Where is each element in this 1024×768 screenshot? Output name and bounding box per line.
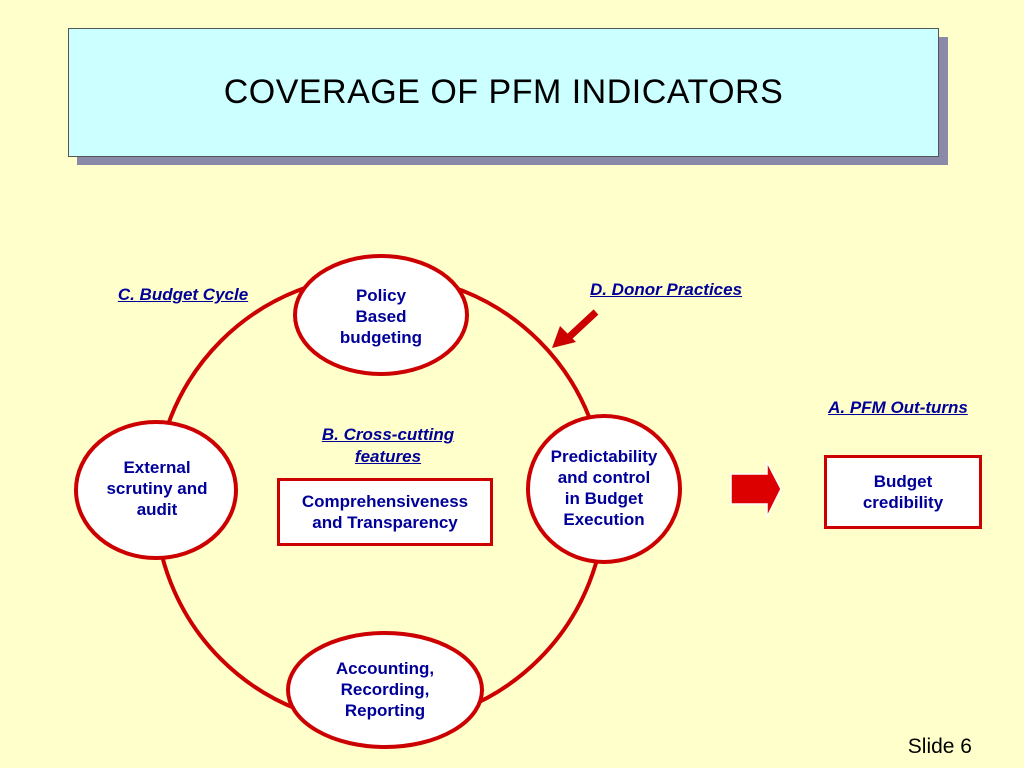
right-block-arrow-icon xyxy=(730,461,782,518)
node-predictability: Predictability and control in Budget Exe… xyxy=(534,446,674,530)
title-box: COVERAGE OF PFM INDICATORS xyxy=(68,28,939,157)
node-text-line: audit xyxy=(136,500,178,519)
node-text-line: Execution xyxy=(563,510,645,529)
box-text-line: credibility xyxy=(862,493,944,512)
node-text-line: Accounting, xyxy=(335,659,435,678)
label-budget-cycle: C. Budget Cycle xyxy=(117,285,249,304)
box-comprehensiveness: Comprehensiveness and Transparency xyxy=(277,478,493,546)
node-text-line: in Budget xyxy=(564,489,644,508)
label-line: features xyxy=(354,447,422,466)
node-policy-ellipse xyxy=(293,254,469,376)
node-text-line: Reporting xyxy=(344,701,426,720)
node-text-line: Based xyxy=(355,307,407,326)
node-text-line: budgeting xyxy=(339,328,423,347)
label-pfm-outturns: A. PFM Out-turns xyxy=(828,398,968,417)
diagonal-arrow-icon xyxy=(552,309,599,348)
label-cross-cutting: B. Cross-cutting features xyxy=(298,424,478,468)
node-text-line: Predictability xyxy=(550,447,658,466)
node-predictability-ellipse xyxy=(526,414,682,564)
box-budget-credibility: Budget credibility xyxy=(824,455,982,529)
page-title: COVERAGE OF PFM INDICATORS xyxy=(223,73,784,111)
node-external: External scrutiny and audit xyxy=(86,457,228,520)
box-text-line: and Transparency xyxy=(312,513,458,532)
node-text-line: External xyxy=(123,458,191,477)
box-text-line: Comprehensiveness xyxy=(301,492,469,511)
slide-number: Slide 6 xyxy=(907,735,972,758)
node-text-line: scrutiny and xyxy=(106,479,208,498)
node-accounting: Accounting, Recording, Reporting xyxy=(305,658,465,721)
box-text-line: Budget xyxy=(873,472,933,491)
node-policy: Policy Based budgeting xyxy=(311,285,451,348)
node-accounting-ellipse xyxy=(286,631,484,749)
node-text-line: and control xyxy=(557,468,651,487)
node-text-line: Recording, xyxy=(340,680,430,699)
node-text-line: Policy xyxy=(355,286,407,305)
node-external-ellipse xyxy=(74,420,238,560)
label-line: B. Cross-cutting xyxy=(321,425,455,444)
label-donor-practices: D. Donor Practices xyxy=(589,280,743,299)
